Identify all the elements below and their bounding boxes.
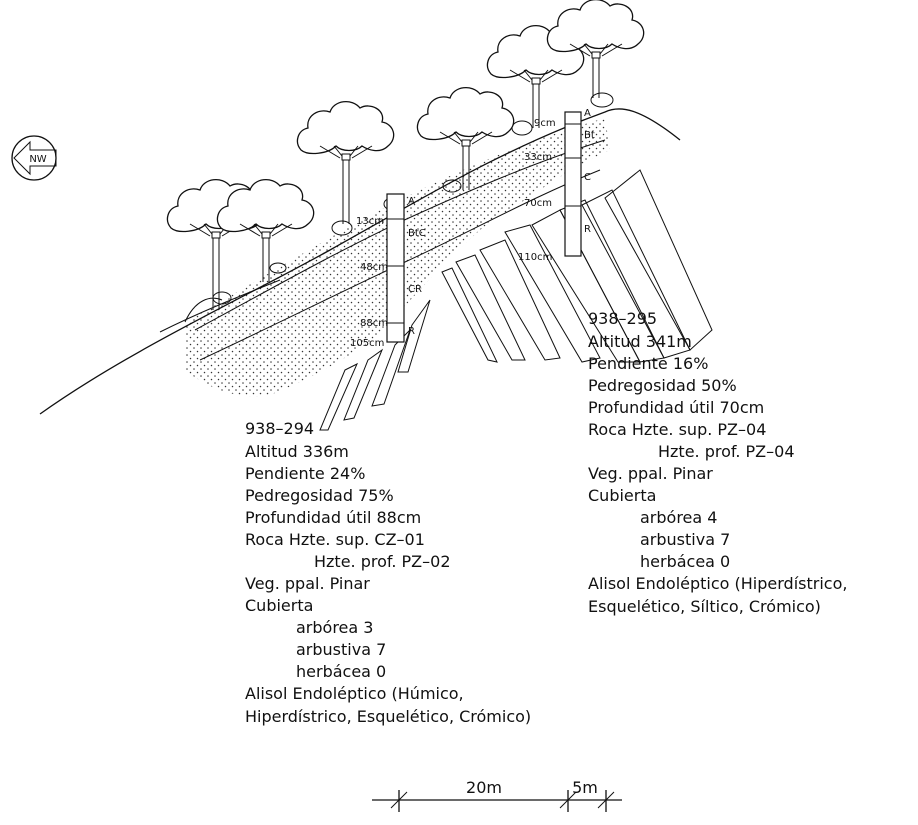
profile-left-line: arbórea 3: [296, 618, 373, 637]
profile-right-line: Esquelético, Síltico, Crómico): [588, 597, 821, 616]
profile-right-line: Veg. ppal. Pinar: [588, 464, 713, 483]
profile-right-line: arbórea 4: [640, 508, 717, 527]
profile-left-line: Alisol Endoléptico (Húmico,: [245, 684, 464, 703]
profile-right-line: Profundidad útil 70cm: [588, 398, 764, 417]
profile-left-line: Profundidad útil 88cm: [245, 508, 421, 527]
profile-right-line: Alisol Endoléptico (Hiperdístrico,: [588, 574, 847, 593]
profile-left-line: Hzte. prof. PZ–02: [314, 552, 451, 571]
profile-right-line: Altitud 341m: [588, 332, 692, 351]
profile-column-right: [564, 111, 582, 257]
profile-left-line: Veg. ppal. Pinar: [245, 574, 370, 593]
north-arrow-label: NW: [29, 154, 46, 165]
right-horizon-1: A: [584, 108, 591, 119]
scale-bar: 20m 5m: [372, 778, 622, 812]
bedrock-strata: [319, 169, 713, 431]
profile-right-line: Pendiente 16%: [588, 354, 708, 373]
right-horizon-2: Bt: [584, 130, 595, 141]
profile-left-line: Roca Hzte. sup. CZ–01: [245, 530, 425, 549]
left-horizon-3: CR: [408, 284, 422, 295]
right-depth-3: 70cm: [524, 198, 552, 209]
left-depth-2: 48cm: [360, 262, 388, 273]
scale-label-main: 20m: [466, 778, 502, 797]
profile-left-line: arbustiva 7: [296, 640, 386, 659]
profile-right-line: Pedregosidad 50%: [588, 376, 737, 395]
profile-left-line: Pedregosidad 75%: [245, 486, 394, 505]
profile-left-line: herbácea 0: [296, 662, 386, 681]
right-depth-4: 110cm: [518, 252, 552, 263]
profile-right-line: Cubierta: [588, 486, 656, 505]
profile-left-line: Cubierta: [245, 596, 313, 615]
pine-trees: [166, 0, 645, 310]
horizon-boundary-lower: [199, 169, 601, 361]
right-depth-1: 9cm: [534, 118, 556, 129]
right-depth-2: 33cm: [524, 152, 552, 163]
profile-left-line: Hiperdístrico, Esquelético, Crómico): [245, 707, 531, 726]
left-horizon-2: BtC: [408, 228, 426, 239]
profile-left-line: Altitud 336m: [245, 442, 349, 461]
profile-left-id: 938–294: [245, 419, 314, 438]
left-depth-4: 105cm: [350, 338, 384, 349]
profile-right-text: 938–295 Altitud 341m Pendiente 16% Pedre…: [588, 309, 847, 616]
profile-left-text: 938–294 Altitud 336m Pendiente 24% Pedre…: [245, 419, 531, 726]
slope-outline: [159, 279, 281, 333]
profile-right-line: herbácea 0: [640, 552, 730, 571]
profile-right-line: arbustiva 7: [640, 530, 730, 549]
right-horizon-3: C: [584, 172, 591, 183]
profile-right-id: 938–295: [588, 309, 657, 328]
scale-label-small: 5m: [572, 778, 598, 797]
profile-right-line: Roca Hzte. sup. PZ–04: [588, 420, 766, 439]
profile-right-line: Hzte. prof. PZ–04: [658, 442, 795, 461]
left-horizon-4: R: [408, 326, 415, 337]
left-horizon-1: A: [408, 196, 415, 207]
left-depth-3: 88cm: [360, 318, 388, 329]
right-horizon-4: R: [584, 224, 591, 235]
left-depth-1: 13cm: [356, 216, 384, 227]
profile-column-left: [386, 193, 405, 343]
north-arrow: NW: [11, 135, 57, 181]
profile-left-line: Pendiente 24%: [245, 464, 365, 483]
